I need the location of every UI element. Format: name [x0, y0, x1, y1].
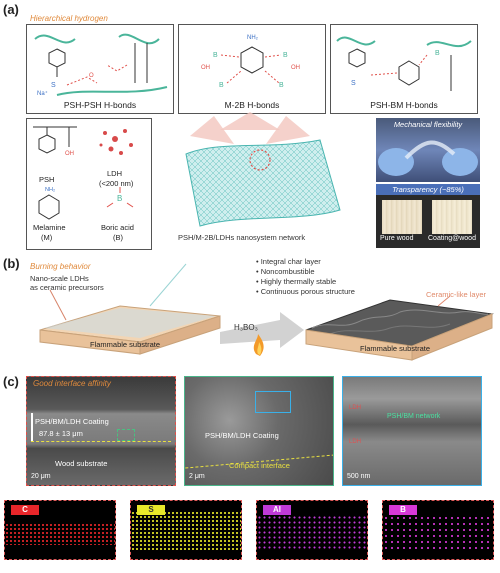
nano-ldh-label: Nano-scale LDHs as ceramic precursors: [30, 274, 104, 292]
flexibility-label: Mechanical flexibility: [393, 120, 463, 129]
svg-text:S: S: [51, 82, 56, 89]
flexibility-photo: Mechanical flexibility: [376, 118, 480, 182]
ceramic-layer-label: Ceramic-like layer: [426, 290, 487, 299]
sem-image-3: LDH PSH/BM network LDH 500 nm: [342, 376, 482, 486]
svg-text:B: B: [283, 52, 288, 59]
transparency-photo: Transparency (~85%) Pure wood Coating@wo…: [376, 184, 480, 248]
svg-text:OH: OH: [201, 65, 210, 71]
eds-tag-c: C: [11, 505, 39, 515]
eds-tag-al: Al: [263, 505, 291, 515]
svg-text:B: B: [435, 50, 440, 57]
hierarchical-title: Hierarchical hydrogen: [30, 14, 108, 23]
scale-bar-1: 20 μm: [31, 473, 51, 480]
psh-bm-title: PSH-BM H-bonds: [370, 100, 438, 110]
network-illustration: [185, 112, 341, 227]
svg-text:NH₂: NH₂: [247, 35, 259, 41]
eds-tag-b: B: [389, 505, 417, 515]
panel-label-c: (c): [3, 374, 19, 389]
svg-text:OH: OH: [291, 65, 300, 71]
svg-text:NH₂: NH₂: [45, 187, 55, 193]
arrow-to-m2b: [220, 112, 280, 130]
melamine-abbr: (M): [41, 233, 53, 242]
eds-map-s: S: [130, 500, 242, 560]
compact-interface-label: Compact interface: [229, 461, 290, 470]
network-label: PSH/M-2B/LDHs nanosystem network: [178, 233, 306, 242]
eds-map-c: C: [4, 500, 116, 560]
ldh-label: LDH: [107, 169, 123, 178]
bullet-item: • Integral char layer: [256, 257, 321, 266]
svg-text:B: B: [279, 82, 284, 89]
m2b-title: M-2B H-bonds: [224, 100, 280, 110]
bullet-item: • Highly thermally stable: [256, 277, 337, 286]
psh-label: PSH: [39, 175, 55, 184]
bullet-item: • Continuous porous structure: [256, 287, 355, 296]
psh-psh-structure: S Na⁺ O: [34, 33, 168, 97]
flammable-right-label: Flammable substrate: [360, 344, 431, 353]
sem-image-1: Good interface affinity PSH/BM/LDH Coati…: [26, 376, 176, 486]
svg-text:B: B: [117, 194, 122, 203]
components-structures: OH NH₂ B: [33, 126, 134, 220]
ldh-tag-2: LDH: [349, 439, 362, 445]
zoom-circle: [249, 149, 271, 171]
psh-psh-title: PSH-PSH H-bonds: [63, 100, 137, 110]
coating-label-1: PSH/BM/LDH Coating: [35, 417, 109, 426]
m2b-box: NH₂ B B B B OH OH M-2B H-bonds: [178, 24, 326, 114]
boric-acid-label: Boric acid: [101, 223, 134, 232]
arrow-to-psh-bm: [266, 116, 310, 144]
melamine-label: Melamine: [33, 223, 66, 232]
ldh-tag-1: LDH: [349, 405, 362, 411]
burning-behavior-title: Burning behavior: [30, 262, 91, 271]
boric-abbr: (B): [113, 233, 123, 242]
good-interface-label: Good interface affinity: [33, 379, 111, 388]
ldh-size-label: (<200 nm): [99, 179, 134, 188]
panel-label-b: (b): [3, 256, 20, 271]
psh-psh-box: S Na⁺ O PSH-PSH H-bonds: [26, 24, 174, 114]
psh-bm-structure: S B: [336, 36, 472, 91]
psh-bm-box: S B PSH-BM H-bonds: [330, 24, 478, 114]
eds-map-b: B: [382, 500, 494, 560]
sem-image-2: PSH/BM/LDH Coating Compact interface 2 μ…: [184, 376, 334, 486]
coating-wood-label: Coating@wood: [428, 235, 476, 242]
arrow-to-psh-psh: [190, 116, 234, 144]
bullet-item: • Noncombustible: [256, 267, 315, 276]
m2b-structure: NH₂ B B B B OH OH: [201, 35, 300, 89]
svg-text:O: O: [89, 73, 94, 79]
thickness-label: 87.8 ± 13 μm: [39, 429, 83, 438]
wood-substrate-label: Wood substrate: [55, 459, 108, 468]
components-box: OH NH₂ B PSH LDH (<200 nm) Melamine (M) …: [26, 118, 152, 250]
burning-illustration: [39, 263, 494, 361]
svg-text:S: S: [351, 80, 356, 87]
panel-label-a: (a): [3, 2, 19, 17]
svg-text:B: B: [219, 82, 224, 89]
pure-wood-label: Pure wood: [380, 235, 414, 242]
h3bo3-label: H₃BO₃: [234, 323, 258, 332]
svg-text:Na⁺: Na⁺: [37, 90, 48, 97]
eds-map-al: Al: [256, 500, 368, 560]
svg-text:OH: OH: [65, 151, 74, 157]
scale-bar-2: 2 μm: [189, 473, 205, 480]
eds-tag-s: S: [137, 505, 165, 515]
bullet-list: • Integral char layer • Noncombustible •…: [256, 257, 355, 297]
flammable-left-label: Flammable substrate: [90, 340, 161, 349]
svg-text:B: B: [213, 52, 218, 59]
transparency-label: Transparency (~85%): [392, 185, 464, 194]
scale-bar-3: 500 nm: [347, 473, 371, 480]
psh-bm-network-label: PSH/BM network: [387, 413, 441, 420]
coating-label-2: PSH/BM/LDH Coating: [205, 431, 279, 440]
